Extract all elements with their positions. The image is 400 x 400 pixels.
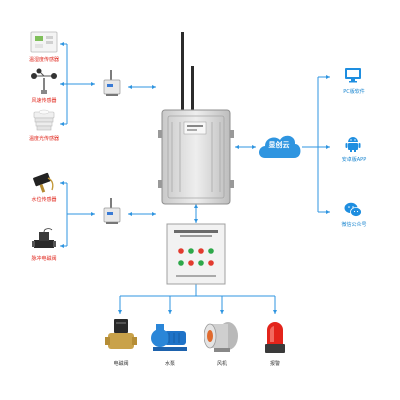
gateway-enclosure-icon xyxy=(158,32,234,205)
pulse-solenoid-valve-icon xyxy=(32,228,56,248)
android-platform xyxy=(345,135,361,153)
sensor-label: 水位传感器 xyxy=(31,197,57,203)
water-level-sensor xyxy=(30,170,58,196)
anemometer xyxy=(30,68,58,96)
wechat-icon xyxy=(344,202,362,217)
sensor-label: 风速传感器 xyxy=(31,98,57,104)
platform-label: 安卓版APP xyxy=(341,157,367,163)
control-cabinet xyxy=(166,223,226,285)
water-level-sensor-icon xyxy=(33,172,54,193)
light-temperature-sensor-icon xyxy=(33,109,55,131)
anemometer-icon xyxy=(31,68,57,94)
water-pump xyxy=(150,323,190,353)
wireless-relay-top xyxy=(98,68,128,98)
temperature-humidity-sensor-icon xyxy=(30,31,58,53)
fan-icon xyxy=(203,322,238,352)
wechat-platform xyxy=(344,202,362,218)
alarm-beacon xyxy=(262,320,288,356)
gateway-enclosure xyxy=(156,30,236,205)
control-cabinet-icon xyxy=(166,223,226,285)
actuator-label: 水泵 xyxy=(164,361,175,367)
light-temperature-sensor xyxy=(31,108,57,134)
actuator-label: 风机 xyxy=(216,361,227,367)
alarm-beacon-icon xyxy=(265,322,285,353)
cloud-label: 显创云 xyxy=(268,141,290,149)
temperature-humidity-sensor xyxy=(28,30,60,56)
platform-label: PC版软件 xyxy=(343,89,365,95)
fan xyxy=(203,320,240,354)
pc-platform xyxy=(344,66,362,84)
solenoid-valve-icon xyxy=(105,319,137,349)
wireless-relay-bottom xyxy=(98,196,128,226)
sensor-label: 脉冲电磁阀 xyxy=(31,256,57,262)
sensor-label: 温湿度传感器 xyxy=(28,57,59,63)
android-icon xyxy=(345,137,361,152)
sensor-label: 温度光传感器 xyxy=(28,136,59,142)
actuator-label: 报警 xyxy=(269,361,280,367)
cloud xyxy=(255,130,303,162)
wireless-relay-icon xyxy=(103,70,121,96)
wireless-relay-icon xyxy=(103,198,121,224)
pulse-solenoid-valve xyxy=(30,226,58,254)
platform-label: 微信公众号 xyxy=(341,222,367,228)
solenoid-valve xyxy=(104,317,138,355)
actuator-label: 电磁阀 xyxy=(113,361,129,367)
pc-monitor-icon xyxy=(345,68,361,83)
water-pump-icon xyxy=(151,324,187,351)
cloud-icon xyxy=(259,135,301,158)
